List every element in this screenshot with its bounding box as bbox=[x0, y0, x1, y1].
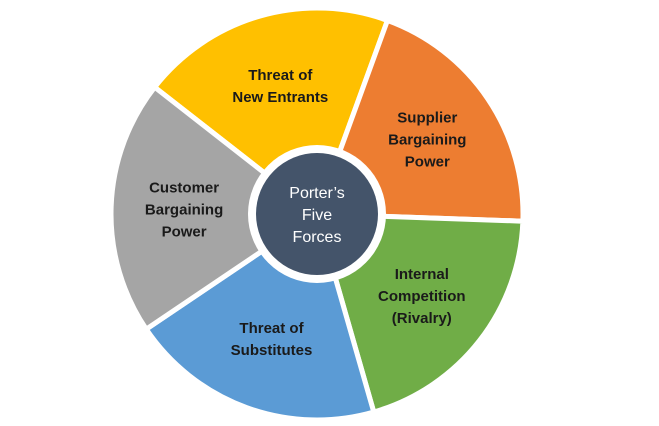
segment-label-line: Internal bbox=[395, 266, 449, 283]
segment-label-line: Bargaining bbox=[388, 132, 466, 149]
hub-label-line: Five bbox=[302, 207, 332, 224]
segment-label-line: Power bbox=[162, 223, 207, 240]
segment-label-line: Power bbox=[405, 154, 450, 171]
segment-customer bbox=[108, 84, 320, 332]
segment-label-line: Threat of bbox=[248, 67, 313, 84]
segment-label-line: (Rivalry) bbox=[392, 310, 452, 327]
hub-label-line: Porter’s bbox=[289, 185, 344, 202]
segment-label-line: Supplier bbox=[397, 110, 457, 127]
segment-label-line: Substitutes bbox=[231, 342, 313, 359]
segment-label-line: Threat of bbox=[239, 320, 304, 337]
segment-label-line: Customer bbox=[149, 179, 219, 196]
segment-label-new-entrants: Threat of New Entrants bbox=[232, 67, 328, 106]
segment-label-line: Bargaining bbox=[145, 201, 223, 218]
segment-label-substitutes: Threat of Substitutes bbox=[231, 320, 313, 359]
segment-label-line: New Entrants bbox=[232, 89, 328, 106]
hub-label-line: Forces bbox=[293, 229, 342, 246]
segment-rivalry bbox=[314, 211, 526, 415]
segment-label-line: Competition bbox=[378, 288, 466, 305]
hub-circle bbox=[256, 153, 378, 275]
